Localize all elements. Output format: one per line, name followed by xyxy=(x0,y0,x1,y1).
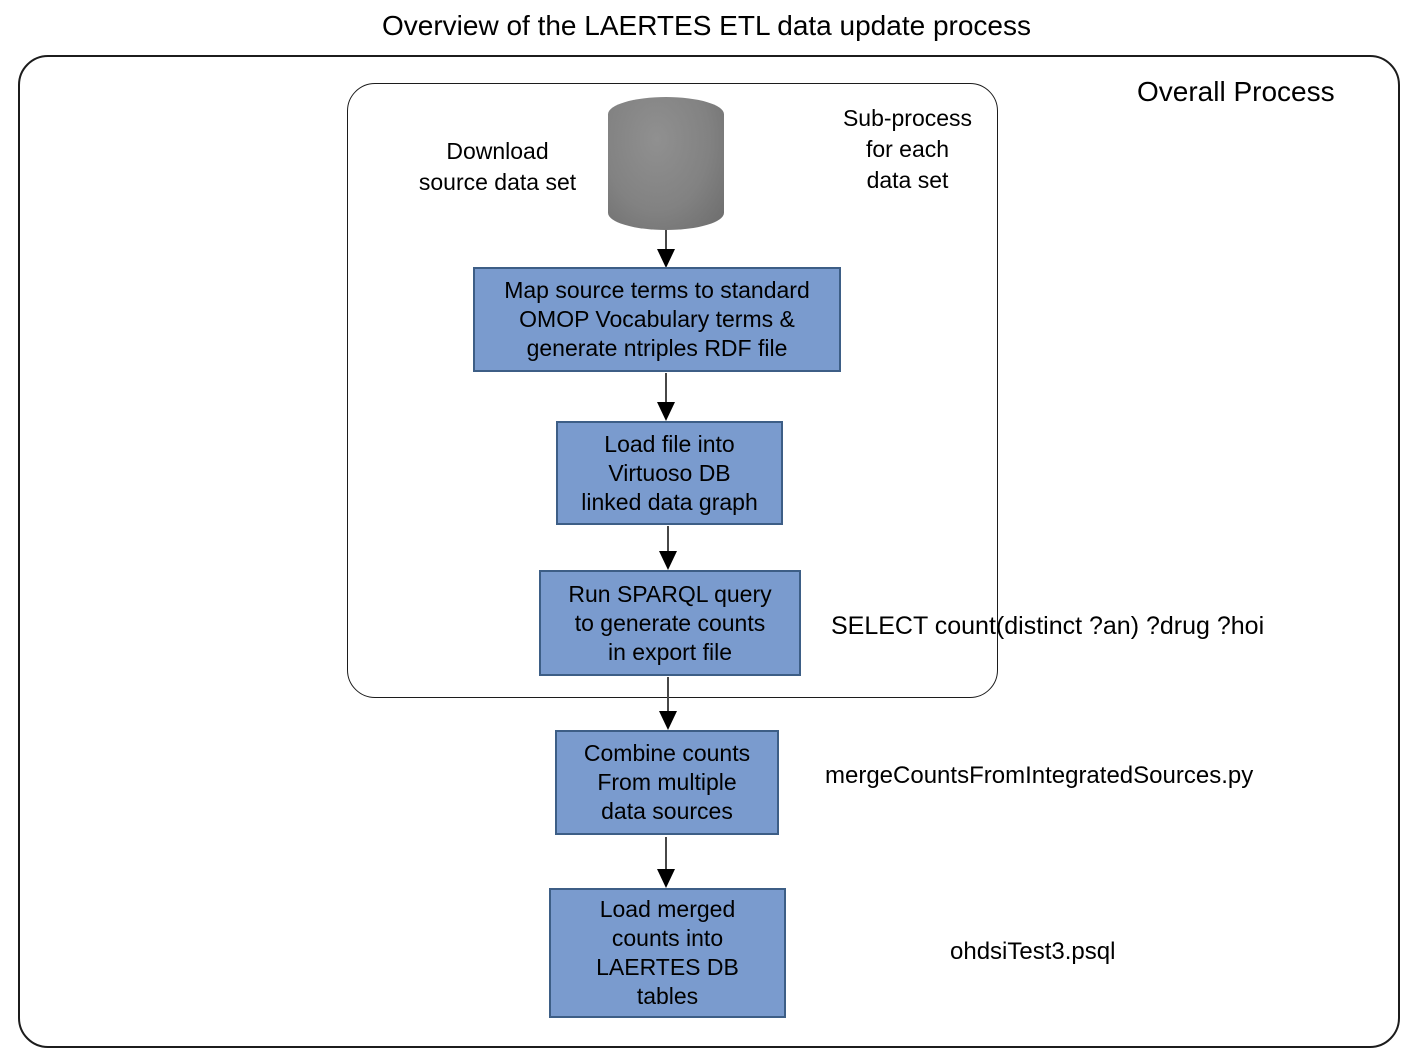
subprocess-label: Sub-process for each data set xyxy=(842,105,973,193)
overall-process-frame xyxy=(18,55,1400,1048)
arrow-line xyxy=(667,526,669,551)
arrow-head-icon xyxy=(659,551,677,570)
flow-arrow-sparql-to-combine xyxy=(659,677,677,730)
step-load-merged-counts: Load merged counts into LAERTES DB table… xyxy=(549,888,786,1018)
arrow-line xyxy=(665,373,667,402)
download-source-label: Download source data set xyxy=(418,138,577,195)
flow-arrow-source-to-map xyxy=(657,230,675,268)
arrow-head-icon xyxy=(657,249,675,268)
sparql-query-annotation: SELECT count(distinct ?an) ?drug ?hoi xyxy=(831,612,1265,640)
step-run-sparql: Run SPARQL query to generate counts in e… xyxy=(539,570,801,676)
step-map-source-terms: Map source terms to standard OMOP Vocabu… xyxy=(473,267,841,372)
flow-arrow-map-to-load xyxy=(657,373,675,421)
page-title: Overview of the LAERTES ETL data update … xyxy=(381,10,1031,41)
arrow-head-icon xyxy=(657,402,675,421)
overall-process-label: Overall Process xyxy=(1137,76,1335,107)
arrow-line xyxy=(667,677,669,711)
flow-arrow-combine-to-load xyxy=(657,837,675,888)
merge-script-annotation: mergeCountsFromIntegratedSources.py xyxy=(825,762,1254,789)
psql-script-annotation: ohdsiTest3.psql xyxy=(950,938,1116,965)
flow-arrow-load-to-sparql xyxy=(659,526,677,570)
step-combine-counts: Combine counts From multiple data source… xyxy=(555,730,779,835)
database-cylinder-icon xyxy=(608,97,724,230)
arrow-head-icon xyxy=(659,711,677,730)
arrow-line xyxy=(665,837,667,869)
subprocess-frame xyxy=(347,83,998,698)
arrow-head-icon xyxy=(657,869,675,888)
step-load-virtuoso: Load file into Virtuoso DB linked data g… xyxy=(556,421,783,525)
arrow-line xyxy=(665,230,667,249)
